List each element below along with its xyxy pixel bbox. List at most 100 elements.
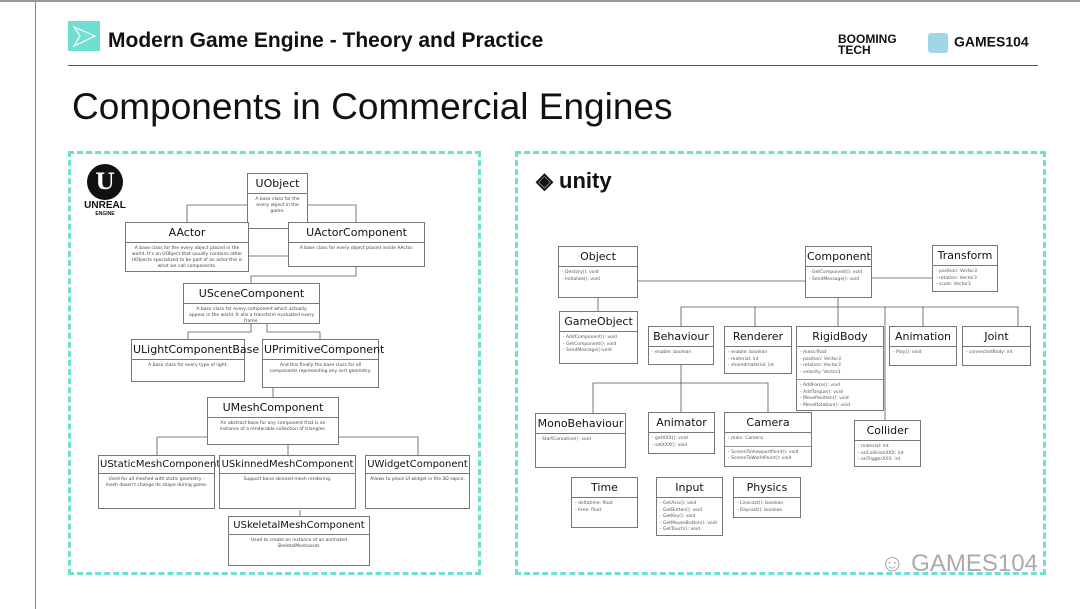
class-members: - GetComponent(): void- SendMessage(): v… — [806, 267, 871, 286]
class-members: - Destory(): void- Initialize(): void — [559, 267, 637, 286]
slide-title: Components in Commercial Engines — [72, 86, 673, 127]
class-members: - main: Camera — [725, 433, 811, 447]
class-member: - enable: boolean — [728, 350, 768, 355]
class-member: - MoveRotation(): void — [800, 402, 850, 408]
class-members: - AddForce(): void- AddTorque(): void- M… — [797, 380, 883, 412]
class-animation: Animation - Play(): void — [889, 326, 957, 366]
class-member: - AddForce(): void — [800, 383, 840, 388]
class-members: - AddComponent(): void- GetComponent(): … — [560, 332, 637, 358]
class-member: - ScreenToWorldPoint(): void — [728, 456, 792, 461]
class-member: - Play(): void — [893, 350, 922, 355]
class-member: - main: Camera — [728, 436, 763, 441]
class-name: Joint — [963, 327, 1030, 347]
class-member: - enable: boolean — [652, 350, 692, 355]
header-divider — [68, 65, 1038, 66]
class-member: - velocity: Vector3 — [800, 369, 841, 375]
class-members: - enable: boolean- material: int- shared… — [725, 347, 791, 373]
class-members: - ScreenToViewportPoint(): void- ScreenT… — [725, 447, 811, 466]
class-name: Camera — [725, 413, 811, 433]
class-name: MonoBehaviour — [536, 414, 625, 434]
left-border — [35, 0, 36, 609]
class-member: - time: float — [575, 507, 602, 513]
class-member: - scale: Vector3 — [936, 282, 971, 287]
class-monobehaviour: MonoBehaviour - StartCoroutine(): void — [535, 413, 626, 468]
wechat-icon: ☺ — [880, 550, 912, 577]
class-name: Input — [657, 478, 722, 498]
class-member: - material: int — [858, 444, 889, 449]
class-member: - onTriggerXXX: int — [858, 457, 901, 462]
class-member: - GetAxis(): void — [660, 501, 697, 506]
class-member: - ScreenToViewportPoint(): void — [728, 449, 799, 455]
class-joint: Joint - connectedBody: int — [962, 326, 1031, 366]
unreal-u-icon: U — [87, 164, 123, 200]
class-members: - enable: boolean — [649, 347, 713, 360]
unreal-panel — [68, 151, 481, 575]
class-member: - getXXX(): void — [652, 436, 688, 441]
class-member: - Destory(): void — [562, 270, 599, 275]
class-collider: Collider - material: int- onCollisionXXX:… — [854, 420, 921, 467]
class-member: - rotation: Vector3 — [800, 363, 841, 368]
class-member: - GetComponent(): void — [563, 341, 617, 347]
games104-watermark: ☺ GAMES104 — [880, 550, 1038, 577]
class-member: - Linecast(): boolean — [737, 501, 784, 506]
class-time: Time- deltatime: float- time: float — [571, 477, 638, 528]
class-member: - connectedBody: int — [966, 350, 1013, 355]
class-name: Collider — [855, 421, 920, 441]
class-member: - onCollisionXXX: int — [858, 450, 904, 456]
class-renderer: Renderer- enable: boolean- material: int… — [724, 326, 792, 374]
class-member: - AddComponent(): void — [563, 335, 617, 340]
class-member: - Initialize(): void — [562, 276, 600, 282]
class-member: - position: Vector3 — [936, 269, 978, 274]
class-name: Object — [559, 247, 637, 267]
class-physics: Physics- Linecast(): boolean- Raycast():… — [733, 477, 801, 518]
class-member: - AddTorque(): void — [800, 389, 843, 395]
class-members: - mass:float- position: Vector3- rotatio… — [797, 347, 883, 380]
class-name: Renderer — [725, 327, 791, 347]
class-member: - Raycast(): boolean — [737, 507, 783, 513]
class-members: - getXXX(): void- setXXX(): void — [649, 433, 714, 452]
course-title: Modern Game Engine - Theory and Practice — [108, 29, 544, 52]
class-object: Object- Destory(): void- Initialize(): v… — [558, 246, 638, 298]
class-member: - MovePosition(): void — [800, 396, 849, 401]
class-member: - setXXX(): void — [652, 442, 688, 448]
class-member: - SendMessage():void — [563, 348, 612, 353]
class-members: - Play(): void — [890, 347, 956, 360]
class-name: Animation — [890, 327, 956, 347]
class-member: - material: int — [728, 356, 759, 362]
games104-label: GAMES104 — [954, 33, 1029, 50]
class-transform: Transform- position: Vector3- rotation: … — [932, 245, 998, 292]
games104-logo: GAMES104 — [928, 33, 1029, 53]
unity-panel — [515, 151, 1046, 575]
booming-tech-logo: BOOMING TECH — [838, 32, 897, 57]
class-members: - connectedBody: int — [963, 347, 1030, 360]
course-logo-icon — [68, 21, 100, 51]
class-gameobject: GameObject- AddComponent(): void- GetCom… — [559, 311, 638, 364]
class-members: - position: Vector3- rotation: Vector3- … — [933, 266, 997, 292]
class-input: Input- GetAxis(): void- GetButton(): voi… — [656, 477, 723, 536]
class-name: Transform — [933, 246, 997, 266]
class-rigidbody: RigidBody- mass:float- position: Vector3… — [796, 326, 884, 411]
class-members: - GetAxis(): void- GetButton(): void - Ge… — [657, 498, 722, 537]
class-members: - Linecast(): boolean- Raycast(): boolea… — [734, 498, 800, 517]
class-members: - deltatime: float- time: float — [572, 498, 637, 517]
class-name: Physics — [734, 478, 800, 498]
class-name: GameObject — [560, 312, 637, 332]
class-name: Time — [572, 478, 637, 498]
class-member: - GetMouseButton(): void — [660, 520, 717, 526]
class-member: - deltatime: float — [575, 501, 613, 506]
class-camera: Camera - main: Camera - ScreenToViewportPo… — [724, 412, 812, 467]
class-member: - GetTouch(): void — [660, 527, 700, 532]
class-member: - StartCoroutine(): void — [539, 437, 591, 442]
class-member: - GetButton(): void — [660, 507, 703, 513]
class-name: RigidBody — [797, 327, 883, 347]
class-animator: Animator- getXXX(): void- setXXX(): void — [648, 412, 715, 454]
